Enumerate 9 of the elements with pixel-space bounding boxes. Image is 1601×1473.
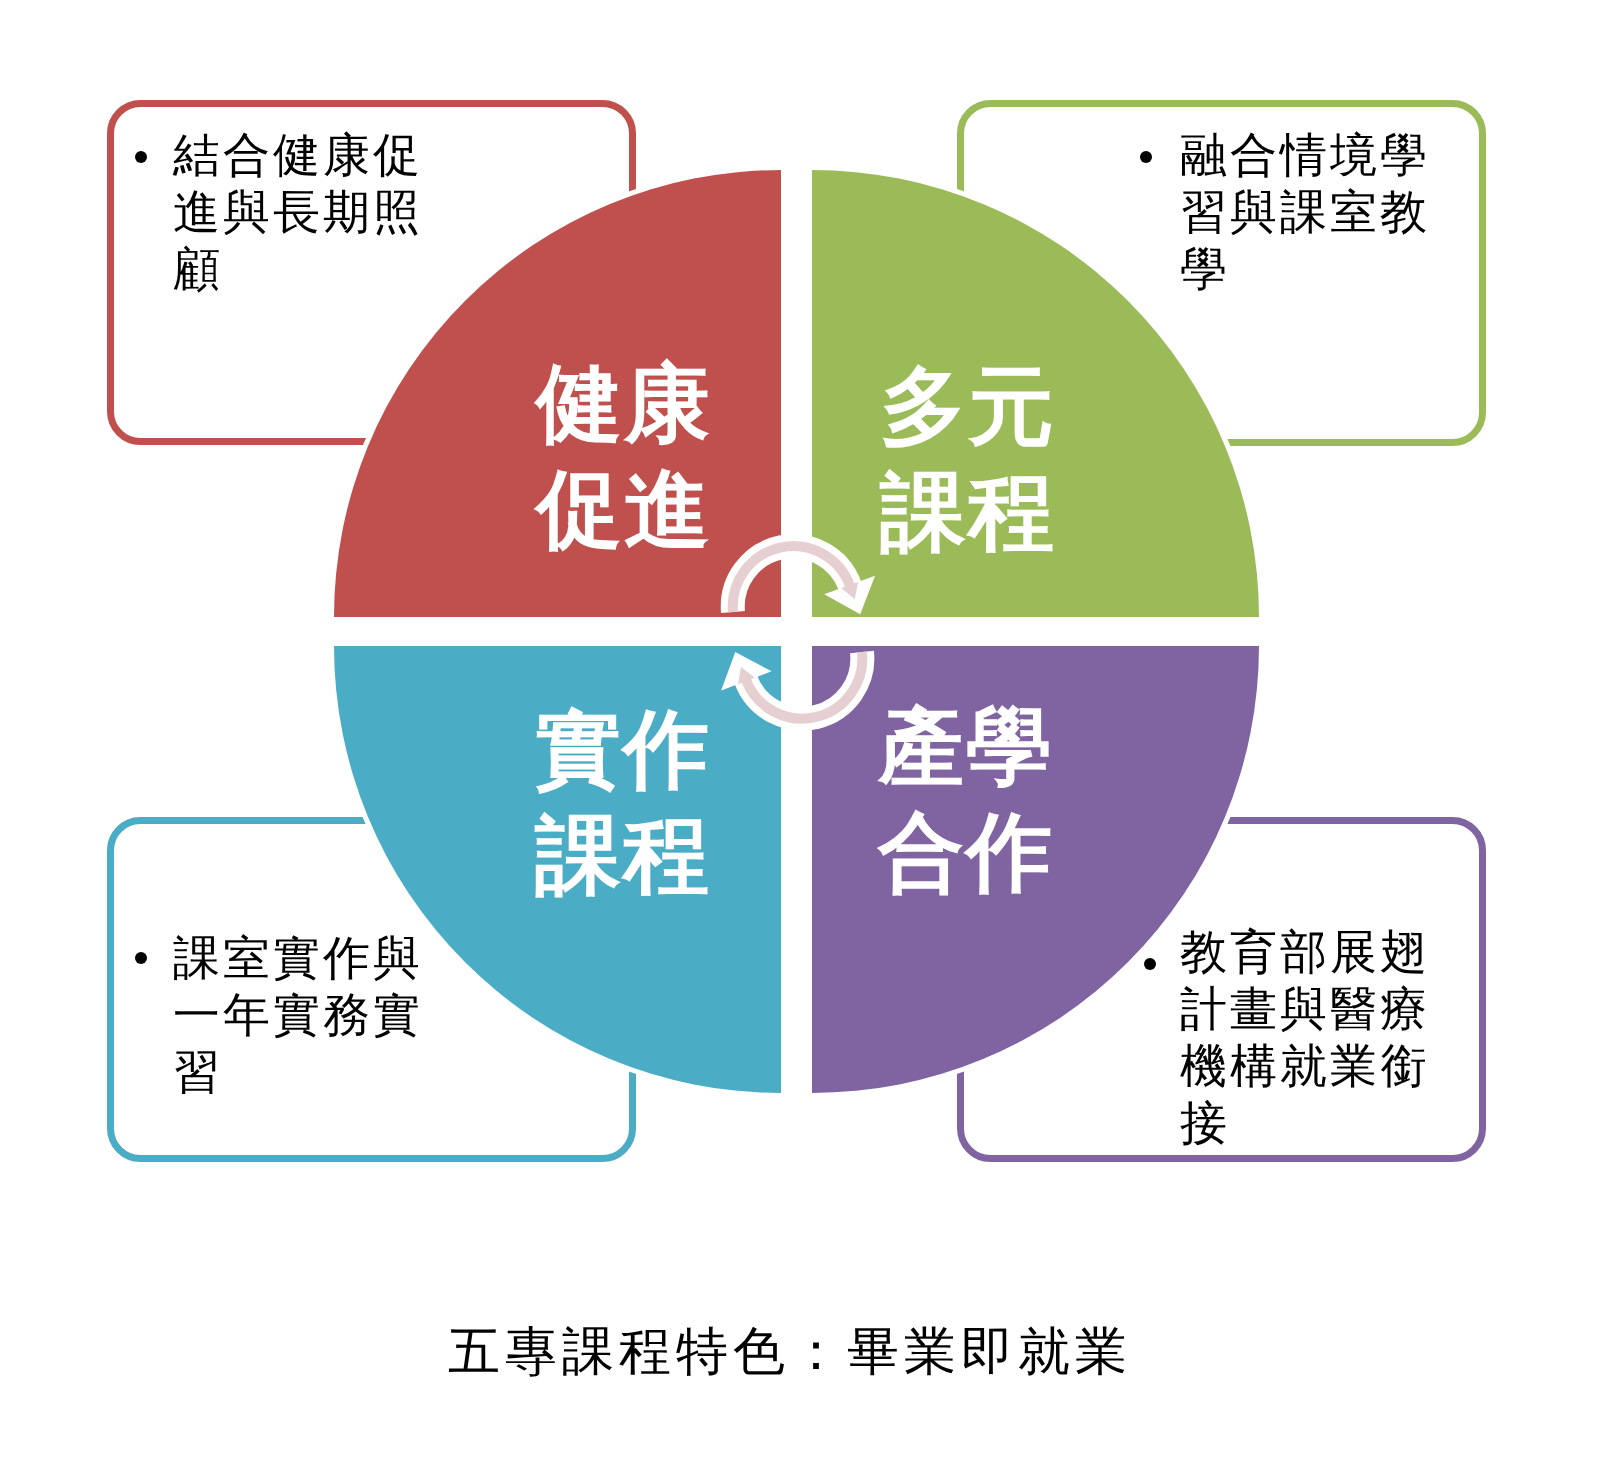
quadrant-title: 多元課程 — [878, 355, 1057, 564]
bullet-text: 結合健康促進與長期照顧 — [173, 126, 424, 297]
bullet-text: 課室實作與一年實務實習 — [173, 929, 424, 1100]
quadrant-title: 實作課程 — [533, 698, 712, 907]
caption: 五專課程特色：畢業即就業 — [448, 1321, 1132, 1381]
bullet-text: 教育部展翅計畫與醫療機構就業銜接 — [1180, 923, 1431, 1151]
bullet-text: 融合情境學習與課室教學 — [1180, 126, 1431, 297]
quadrant-title: 產學合作 — [876, 695, 1055, 904]
quadrant-title: 健康促進 — [533, 352, 713, 561]
